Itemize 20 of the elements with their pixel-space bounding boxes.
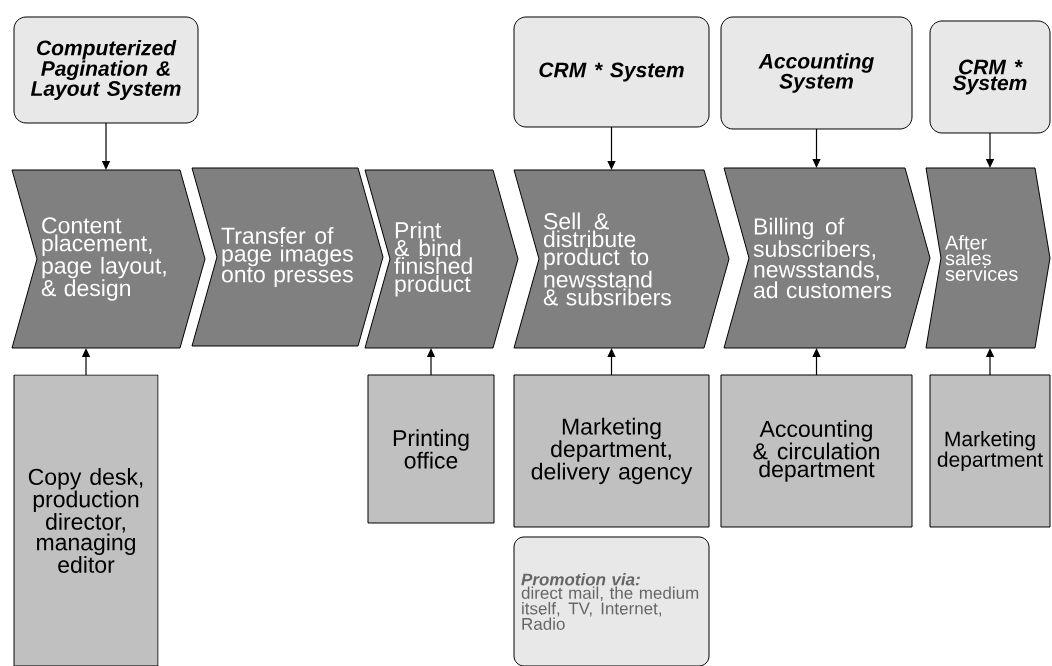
system-box: Computerized Pagination & Layout System xyxy=(13,16,199,124)
system-box: CRM * System xyxy=(513,16,710,128)
chevron-step: Billing of subscribers, newsstands, ad customers xyxy=(723,167,931,349)
department-box: Marketing department, delivery agency xyxy=(513,374,710,528)
chevron-step: Print & bind finished product xyxy=(364,169,519,349)
department-box: Printing office xyxy=(367,374,495,524)
arrow xyxy=(607,126,616,170)
department-box: Accounting & circulation department xyxy=(720,374,913,528)
arrow xyxy=(607,348,616,376)
chevron-step: Sell & distribute product to newsstand & subsribers xyxy=(513,169,730,349)
chevron-step: After sales services xyxy=(925,167,1051,349)
note-box: Promotion via: direct mail, the medium itself, TV, Internet, Radio xyxy=(513,536,710,666)
department-box: Marketing department xyxy=(929,374,1051,528)
system-box: Accounting System xyxy=(720,16,913,130)
arrow xyxy=(812,128,821,168)
department-box: Copy desk, production director, managing editor xyxy=(13,374,159,666)
arrow xyxy=(812,348,821,376)
chevron-step: Transfer of page images onto presses xyxy=(191,167,384,347)
chevron-step: Content placement, page layout, & design xyxy=(11,169,206,349)
system-box: CRM * System xyxy=(929,20,1051,134)
